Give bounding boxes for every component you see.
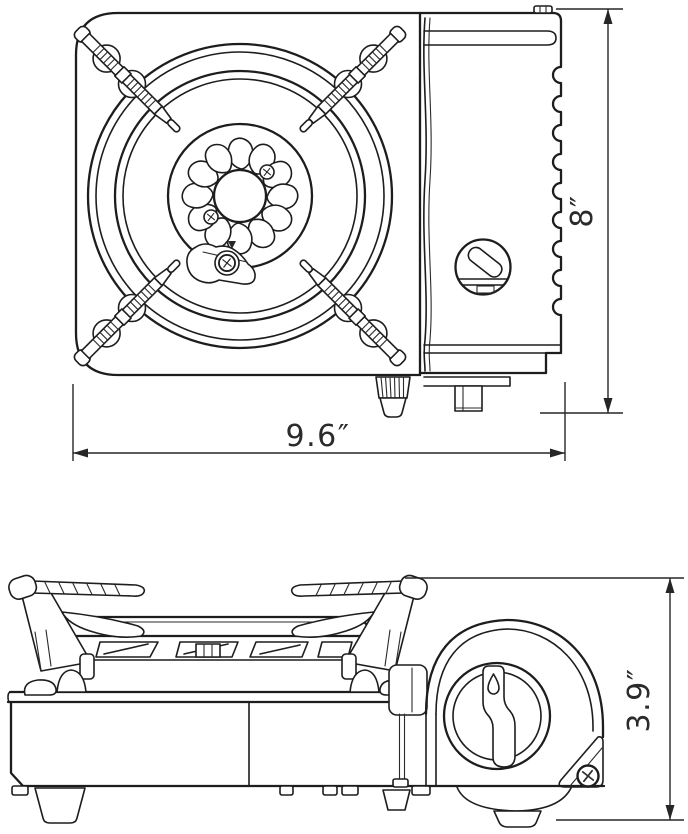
depth-dimension-label: 8″	[565, 194, 600, 227]
height-dimension-label: 3.9″	[622, 668, 657, 733]
burner-screw	[259, 164, 275, 180]
pot-support-stand-left	[5, 572, 146, 696]
dimension-height: 3.9″	[405, 577, 684, 821]
pot-support-arm-bottom-right	[295, 255, 409, 369]
base-bulge	[456, 786, 572, 812]
arrow-left-icon	[73, 448, 88, 458]
top-view	[71, 5, 563, 418]
housing-corner-plate	[558, 736, 604, 788]
panel-top-band	[423, 30, 557, 46]
burner-assembly	[166, 122, 314, 285]
dial-lever	[482, 665, 516, 768]
arrow-up-icon	[603, 9, 613, 24]
arrow-up-icon	[665, 578, 675, 593]
dial-grip	[467, 246, 503, 278]
burner-screw	[203, 209, 219, 225]
igniter-assembly	[186, 241, 256, 285]
bottom-tabs	[11, 785, 431, 796]
arrow-down-icon	[603, 398, 613, 413]
width-dimension-label: 9.6″	[286, 419, 351, 454]
panel-seam-wavy	[423, 17, 427, 372]
pot-support-arm-top-left	[71, 23, 185, 137]
flame-drop-icon	[487, 673, 500, 695]
arrow-right-icon	[550, 448, 565, 458]
ignition-knob-top-view	[375, 376, 411, 418]
dimension-width: 9.6″	[72, 382, 566, 461]
drip-pan-rings	[86, 42, 394, 350]
housing-bracket	[388, 664, 428, 716]
sun-flame-burner-icon	[181, 137, 299, 255]
rod-foot	[382, 789, 411, 811]
foot-right	[493, 810, 542, 828]
burner-center-cap	[212, 168, 268, 224]
arrow-down-icon	[665, 805, 675, 820]
igniter-marker	[228, 241, 236, 249]
panel-latch-button	[533, 5, 553, 14]
pot-support-arm-top-right	[295, 23, 409, 137]
piezo-rod	[398, 713, 406, 780]
panel-foot	[423, 376, 511, 412]
pot-support-arm-bottom-left	[71, 255, 185, 369]
control-dial-side	[442, 661, 552, 771]
control-panel-top-view	[418, 5, 563, 412]
knob-housing	[382, 618, 605, 811]
gas-dial-top-view	[454, 238, 512, 296]
housing-screw	[576, 764, 600, 788]
dimension-depth: 8″	[540, 8, 623, 414]
foot-left	[34, 787, 86, 824]
top-view-body-outline	[74, 11, 422, 377]
panel-right-edge-grip-notches	[418, 11, 563, 347]
side-view	[5, 572, 606, 828]
